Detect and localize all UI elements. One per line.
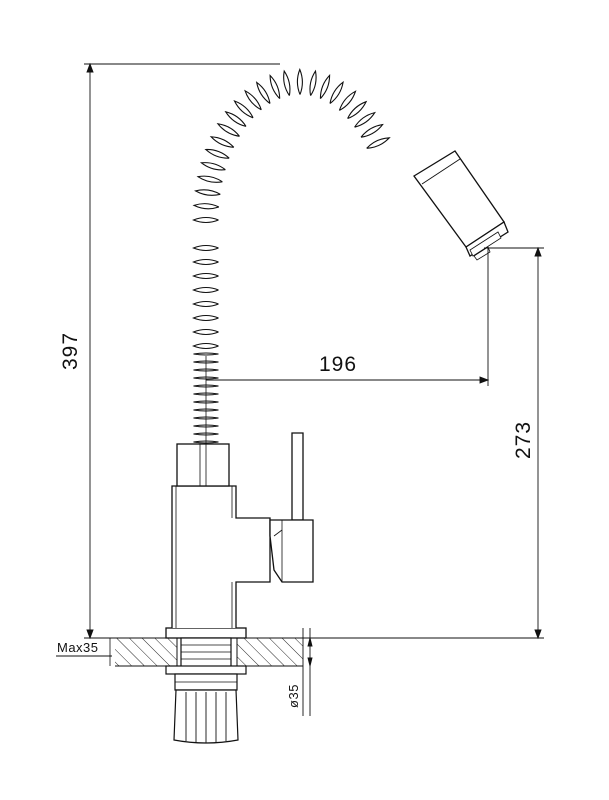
spring-coil-ring bbox=[192, 203, 220, 210]
faucet-body bbox=[165, 443, 271, 639]
spring-coil-ring bbox=[283, 69, 291, 96]
dim-counter-thickness: Max35 bbox=[57, 640, 99, 655]
spring-coil-ring bbox=[192, 342, 219, 350]
countertop-section bbox=[115, 637, 303, 667]
spring-coil-ring bbox=[192, 300, 219, 308]
spring-coil-ring bbox=[192, 314, 219, 322]
spring-coil-ring bbox=[347, 100, 368, 120]
spring-coil-ring bbox=[354, 111, 377, 128]
dim-spout-height: 273 bbox=[512, 421, 535, 459]
spring-coil-ring bbox=[194, 189, 221, 196]
dim-hole-diameter: ø35 bbox=[286, 684, 301, 708]
spring-coil-ring bbox=[192, 272, 219, 280]
spring-coil-ring bbox=[338, 90, 357, 111]
spring-coil-ring bbox=[193, 352, 219, 356]
spring-coil-ring bbox=[309, 69, 317, 96]
spring-coil-ring bbox=[224, 110, 247, 127]
spring-coil-ring bbox=[255, 81, 271, 104]
spring-coil-ring bbox=[319, 74, 331, 99]
spring-coil-ring bbox=[233, 100, 254, 119]
spring-coil-ring bbox=[329, 80, 344, 104]
spring-coil-ring bbox=[192, 258, 219, 266]
dim-spout-reach: 196 bbox=[319, 353, 357, 376]
spring-coil-ring bbox=[204, 148, 230, 159]
lever-handle bbox=[269, 432, 314, 583]
spring-coil-ring bbox=[216, 123, 240, 137]
spring-coil-ring bbox=[209, 136, 235, 148]
spring-coil-ring bbox=[360, 123, 384, 138]
supply-fitting bbox=[173, 689, 239, 744]
spring-coil-ring bbox=[366, 137, 391, 149]
spring-coil-ring bbox=[192, 328, 219, 336]
spring-coil-ring bbox=[199, 162, 226, 171]
spring-coil-ring bbox=[192, 244, 219, 252]
spring-coil-ring bbox=[296, 68, 303, 95]
spray-head bbox=[413, 150, 509, 261]
spring-coil-ring bbox=[196, 175, 223, 183]
spring-coil-ring bbox=[269, 74, 281, 99]
spring-coil-hose bbox=[192, 68, 391, 444]
spring-coil-ring bbox=[192, 286, 219, 294]
dimension-lines bbox=[56, 62, 544, 716]
spring-coil-ring bbox=[244, 89, 262, 111]
dim-total-height: 397 bbox=[59, 332, 82, 370]
spring-coil-ring bbox=[192, 216, 219, 224]
mounting-shank bbox=[165, 637, 247, 691]
